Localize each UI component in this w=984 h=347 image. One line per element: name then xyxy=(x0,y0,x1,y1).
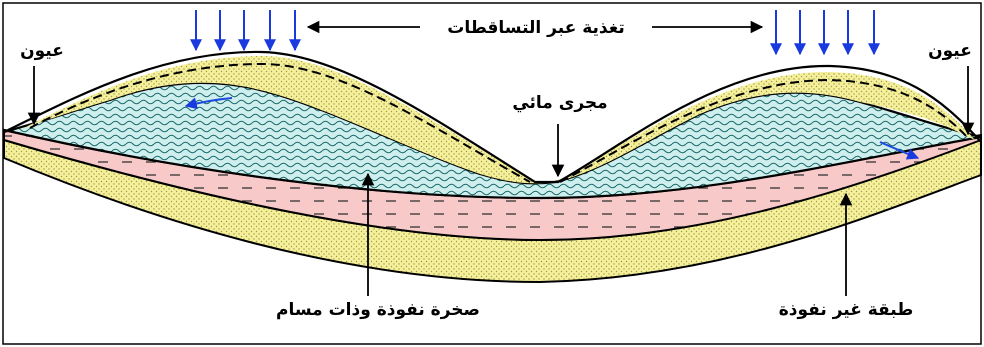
upper-sand-right xyxy=(555,71,975,182)
recharge-label: تغذية عبر التساقطات xyxy=(447,18,624,38)
curved-arrow-icon xyxy=(184,97,233,110)
springs-label-left: عيون xyxy=(20,41,64,61)
rain-arrows-right xyxy=(770,10,880,56)
water-table-right xyxy=(559,78,969,183)
rain-arrows-left xyxy=(190,10,301,52)
ground-surface xyxy=(3,50,982,184)
impermeable-layer-label: طبقة غير نفوذة xyxy=(779,300,914,320)
upper-sand-left xyxy=(20,56,555,184)
springs-label-right: عيون xyxy=(928,41,972,61)
water-table-left xyxy=(29,62,531,183)
curved-arrow-icon xyxy=(879,141,920,160)
permeable-rock-label: صخرة نفوذة وذات مسام xyxy=(276,300,480,320)
stream-label: مجرى مائي xyxy=(512,93,607,113)
